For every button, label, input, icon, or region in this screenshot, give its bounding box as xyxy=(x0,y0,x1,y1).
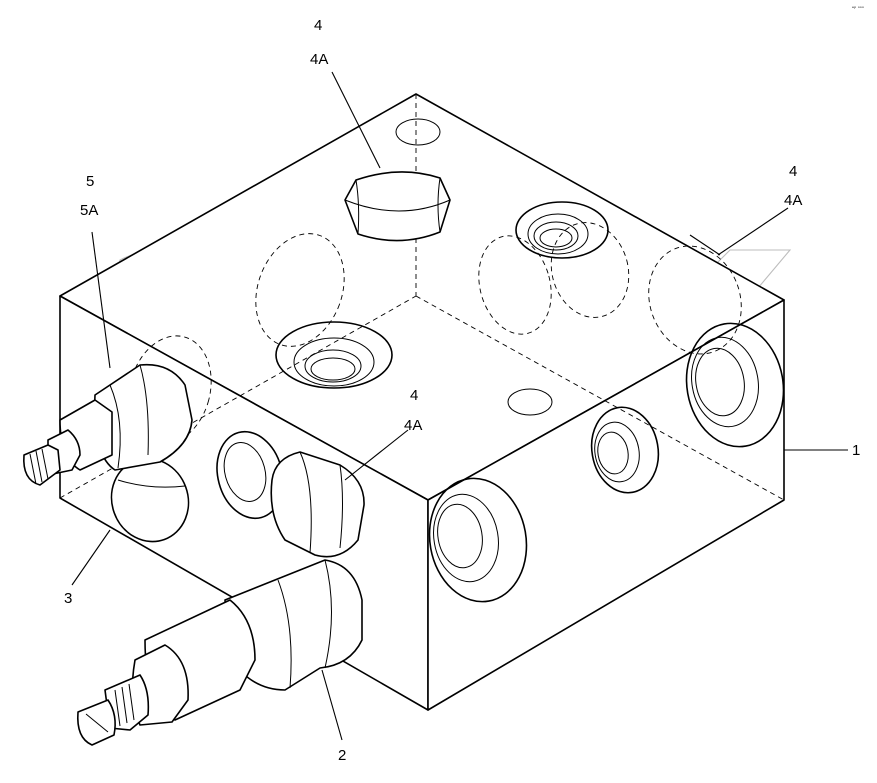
right-port-medium xyxy=(590,406,660,494)
label-right-4a: 4A xyxy=(784,192,802,209)
corner-mark: ᵉᵖ ᵒᵒᵒ xyxy=(852,6,864,12)
label-part-3: 3 xyxy=(64,590,72,607)
front-port-large xyxy=(428,477,528,603)
label-top-4a: 4A xyxy=(310,51,328,68)
label-right-4: 4 xyxy=(789,163,797,180)
top-small-port-2 xyxy=(507,388,553,416)
block-right-face xyxy=(427,299,785,711)
top-hex-plug xyxy=(344,171,451,242)
label-part-1: 1 xyxy=(852,442,860,459)
mid-hex-plug xyxy=(270,451,365,558)
cartridge-part-2 xyxy=(76,559,363,746)
label-left-5: 5 xyxy=(86,173,94,190)
label-mid-4: 4 xyxy=(410,387,418,404)
label-part-2: 2 xyxy=(338,747,346,764)
label-mid-4a: 4A xyxy=(404,417,422,434)
label-top-4: 4 xyxy=(314,17,322,34)
top-port-large xyxy=(275,321,393,389)
right-port-large xyxy=(685,322,785,448)
top-small-port xyxy=(395,118,441,146)
top-port-threaded xyxy=(515,201,609,259)
leader-lines xyxy=(71,71,848,741)
cartridge-part-5 xyxy=(23,363,193,486)
label-left-5a: 5A xyxy=(80,202,98,219)
